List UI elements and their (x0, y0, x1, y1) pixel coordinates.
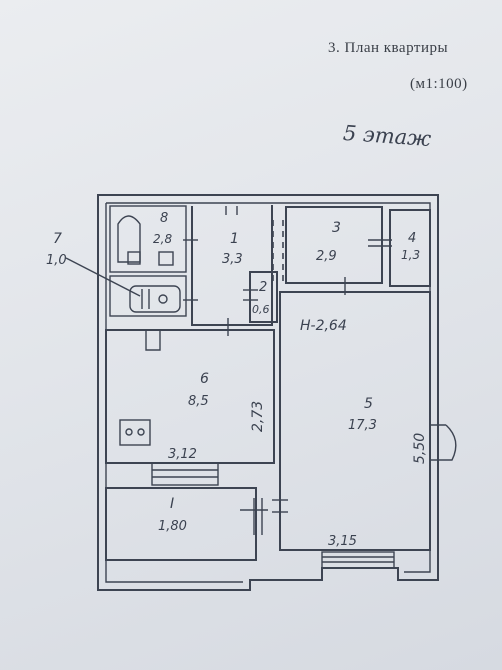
bathroom-8 (109, 205, 187, 273)
window-room-5 (321, 551, 395, 569)
room-6-area: 8,5 (188, 394, 209, 409)
kitchen-door-icon (145, 330, 161, 351)
room-7-num: 7 (53, 231, 62, 247)
room-6-num: 6 (200, 371, 209, 387)
room-width-dim: 3,15 (328, 534, 357, 549)
wc-leader-line (65, 257, 141, 297)
room-8-area: 2,8 (153, 232, 172, 246)
bath-fixture-icon (127, 251, 141, 265)
room-4-num: 4 (408, 231, 416, 246)
corridor-1 (191, 205, 273, 326)
window-kitchen (151, 462, 219, 486)
loggia-area: 1,80 (158, 519, 187, 534)
room-4-area: 1,3 (401, 248, 420, 262)
sink-icon (158, 251, 174, 266)
room-8-num: 8 (160, 211, 168, 226)
room-1-area: 3,3 (222, 252, 243, 267)
room-depth-dim: 5,50 (412, 433, 428, 464)
loggia-num: I (170, 496, 174, 512)
kitchen-depth-dim: 2,73 (250, 401, 266, 432)
room-1-num: 1 (230, 231, 239, 247)
room-5-num: 5 (364, 396, 373, 412)
sheet-scale: (м1:100) (410, 76, 468, 92)
living-room-5 (279, 291, 431, 551)
closet-2 (249, 271, 278, 323)
room-7-area: 1,0 (46, 253, 67, 268)
bathtub-icon (117, 215, 141, 263)
room-3-area: 2,9 (316, 249, 337, 264)
storage-4 (389, 209, 431, 287)
stove-icon (119, 419, 151, 446)
room-2-area: 0,6 (252, 303, 270, 316)
loggia-I (105, 487, 257, 561)
toilet-icon (129, 285, 181, 313)
balcony-door (430, 424, 457, 461)
sheet-title: 3. План квартиры (328, 40, 449, 56)
room-2-num: 2 (259, 280, 267, 295)
wc-7 (109, 275, 187, 317)
storage-3 (285, 206, 383, 284)
outer-wall (97, 194, 439, 591)
room-3-num: 3 (332, 220, 341, 236)
kitchen-width-dim: 3,12 (168, 447, 197, 462)
room-5-area: 17,3 (348, 418, 377, 433)
ceiling-height: H-2,64 (300, 318, 347, 334)
